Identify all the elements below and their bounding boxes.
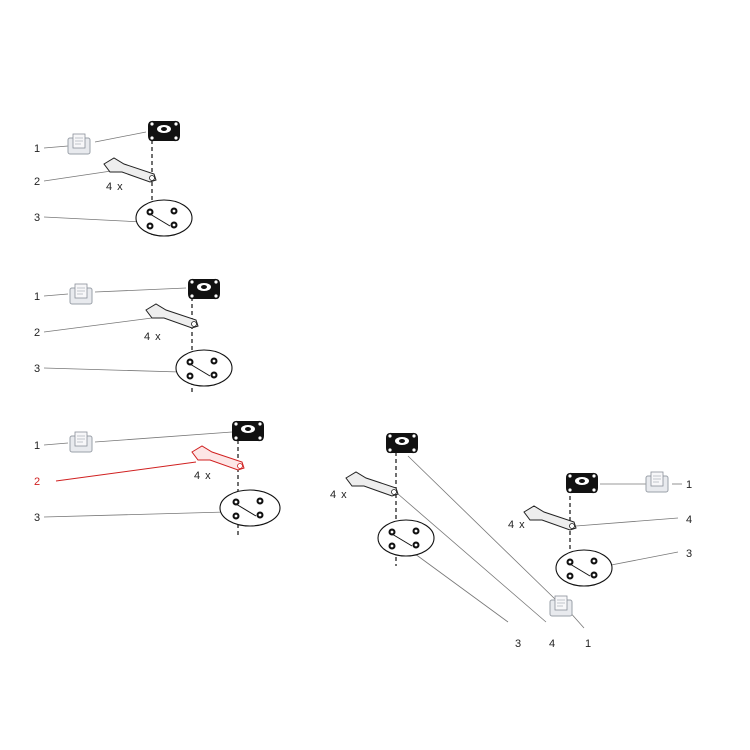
- document-placeholder-icon[interactable]: [69, 283, 93, 305]
- callout-3[interactable]: 3: [515, 638, 521, 650]
- blade-disc[interactable]: [377, 519, 435, 557]
- document-placeholder-icon[interactable]: [549, 595, 573, 617]
- leader-3: [43, 367, 181, 373]
- flange-plate[interactable]: [232, 420, 264, 442]
- assembly-5: 1 4 3 4 x: [508, 471, 692, 587]
- callout-4[interactable]: 4: [686, 514, 692, 526]
- callout-3[interactable]: 3: [34, 512, 40, 524]
- blade[interactable]: [345, 471, 399, 497]
- flange-plate[interactable]: [188, 278, 220, 300]
- blade[interactable]: [523, 505, 577, 531]
- assembly-1: 1 2 3 4 x: [34, 120, 193, 238]
- blade[interactable]: [103, 157, 157, 183]
- assembly-2: 1 2 3 4 x: [34, 278, 233, 392]
- callout-1[interactable]: 1: [686, 479, 692, 491]
- leader-4: [397, 493, 547, 623]
- callout-1[interactable]: 1: [34, 440, 40, 452]
- quantity-label: 4 x: [330, 489, 348, 501]
- blade[interactable]: [145, 303, 199, 329]
- leader-3: [43, 216, 143, 223]
- assembly-3: 1 2 3 4 x: [34, 420, 281, 538]
- assembly-4: 3 4 1 4 x: [330, 432, 591, 650]
- document-placeholder-icon[interactable]: [645, 471, 669, 493]
- flange-plate[interactable]: [386, 432, 418, 454]
- leader-1: [43, 145, 69, 149]
- callout-4[interactable]: 4: [549, 638, 555, 650]
- callout-3[interactable]: 3: [686, 548, 692, 560]
- leader-2-highlighted: [55, 461, 197, 482]
- document-placeholder-icon[interactable]: [69, 431, 93, 453]
- leader-1b: [94, 287, 187, 293]
- flange-plate[interactable]: [148, 120, 180, 142]
- leader-1b: [94, 131, 147, 143]
- leader-1: [407, 455, 557, 601]
- leader-2: [43, 317, 153, 333]
- callout-2-highlighted[interactable]: 2: [34, 476, 40, 488]
- callout-2[interactable]: 2: [34, 327, 40, 339]
- leader-3: [43, 511, 227, 518]
- callout-2[interactable]: 2: [34, 176, 40, 188]
- document-placeholder-icon[interactable]: [67, 133, 91, 155]
- callout-1[interactable]: 1: [34, 143, 40, 155]
- blade-disc[interactable]: [219, 489, 281, 527]
- quantity-label: 4 x: [508, 519, 526, 531]
- leader-1b: [94, 431, 233, 443]
- quantity-label: 4 x: [106, 181, 124, 193]
- callout-1[interactable]: 1: [34, 291, 40, 303]
- blade-disc[interactable]: [135, 199, 193, 237]
- quantity-label: 4 x: [194, 470, 212, 482]
- leader-1: [43, 442, 69, 446]
- quantity-label: 4 x: [144, 331, 162, 343]
- blade-disc[interactable]: [175, 349, 233, 387]
- leader-2: [43, 169, 119, 182]
- callout-1[interactable]: 1: [585, 638, 591, 650]
- callout-3[interactable]: 3: [34, 363, 40, 375]
- flange-plate[interactable]: [566, 472, 598, 494]
- blade-disc[interactable]: [555, 549, 613, 587]
- blade-highlighted[interactable]: [191, 445, 245, 471]
- callout-3[interactable]: 3: [34, 212, 40, 224]
- leader-1: [43, 293, 69, 297]
- leader-3: [605, 551, 679, 567]
- leader-4: [575, 517, 679, 527]
